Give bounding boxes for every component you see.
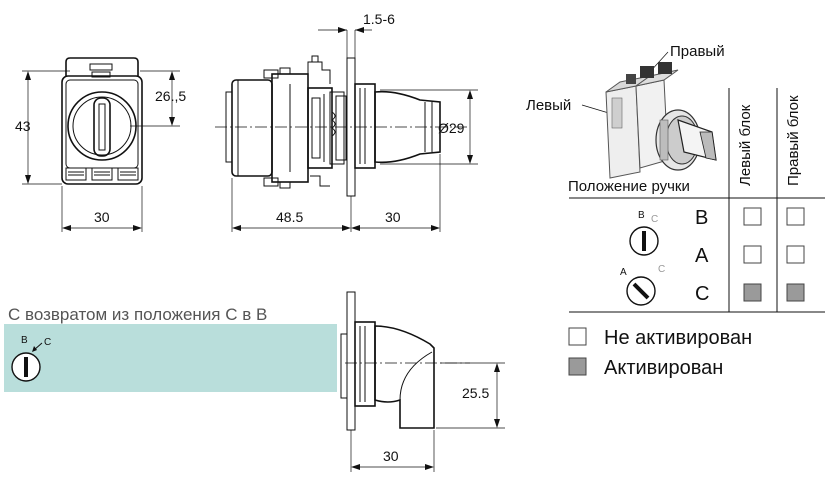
dim-48-5: 48.5 <box>231 178 352 232</box>
svg-text:B: B <box>638 210 645 221</box>
legend-active-label: Активирован <box>604 357 723 379</box>
dim-d29-label: Ø29 <box>438 120 465 136</box>
return-switch-icon: B C <box>11 335 51 382</box>
svg-text:C: C <box>651 214 658 225</box>
dim-30-bottom-label: 30 <box>383 448 399 464</box>
svg-text:B: B <box>21 335 28 346</box>
switch-position-c-icon: A C <box>620 264 665 306</box>
dim-1-5-6-label: 1.5-6 <box>363 11 395 27</box>
return-panel-text: С возвратом из положения С в В <box>8 305 267 324</box>
row-label-c: C <box>695 283 709 305</box>
dim-26-5-label: 26.,5 <box>155 88 186 104</box>
label-right-block: Правый <box>670 43 725 60</box>
dim-43-label: 43 <box>15 118 31 134</box>
row-label-b: B <box>695 207 708 229</box>
legend: Не активирован Активирован <box>568 327 752 379</box>
dim-30-front-label: 30 <box>94 209 110 225</box>
cell-b-right <box>786 207 805 226</box>
cell-c-right <box>786 283 805 302</box>
table-header-right-block: Правый блок <box>785 95 802 186</box>
legend-active-swatch <box>568 357 587 376</box>
return-panel: С возвратом из положения С в В B C <box>4 305 337 392</box>
dim-1-5-6: 1.5-6 <box>318 11 395 33</box>
table-header-position: Положение ручки <box>568 178 690 195</box>
label-left-block: Левый <box>526 97 571 114</box>
dim-30-front: 30 <box>61 186 143 232</box>
cell-c-left <box>743 283 762 302</box>
dim-43: 43 <box>15 70 70 185</box>
cell-a-left <box>743 245 762 264</box>
side-view <box>215 30 470 197</box>
cell-b-left <box>743 207 762 226</box>
legend-inactive-swatch <box>568 327 587 346</box>
svg-text:A: A <box>620 267 627 278</box>
bottom-side-view <box>340 291 470 431</box>
dim-30-side: 30 <box>351 154 441 232</box>
dim-30-side-label: 30 <box>385 209 401 225</box>
dim-30-bottom: 30 <box>350 430 435 472</box>
dim-25-5-label: 25.5 <box>462 385 489 401</box>
table-header-left-block: Левый блок <box>737 104 754 186</box>
svg-text:C: C <box>44 337 51 348</box>
switch-position-b-icon: B C <box>629 210 659 256</box>
svg-text:C: C <box>658 264 665 275</box>
dim-26-5: 26.,5 <box>130 70 186 127</box>
dim-25-5: 25.5 <box>436 362 505 429</box>
dim-48-5-label: 48.5 <box>276 209 303 225</box>
cell-a-right <box>786 245 805 264</box>
row-label-a: A <box>695 245 709 267</box>
front-view <box>61 57 143 185</box>
product-photo: Правый Левый <box>526 43 725 179</box>
legend-inactive-label: Не активирован <box>604 327 752 349</box>
return-panel-background <box>4 324 337 392</box>
position-table: Положение ручки Левый блок Правый блок B… <box>568 88 825 313</box>
dim-d29: Ø29 <box>380 89 478 165</box>
